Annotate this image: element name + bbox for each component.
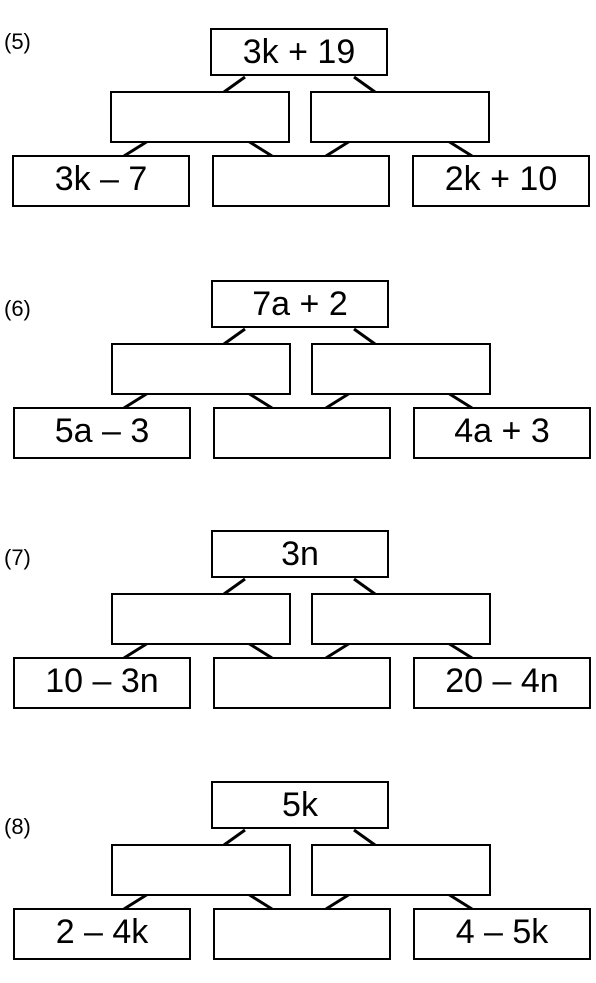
pyramid-puzzle-5: (5) 3k + 19 3k – 7 2k + 10 <box>0 28 596 228</box>
bottom-middle-box[interactable] <box>213 407 391 459</box>
middle-right-box[interactable] <box>311 844 491 896</box>
bottom-left-box: 3k – 7 <box>12 155 190 207</box>
bottom-right-box: 2k + 10 <box>412 155 590 207</box>
top-box: 3k + 19 <box>210 28 388 76</box>
bottom-middle-box[interactable] <box>213 657 391 709</box>
middle-left-box[interactable] <box>111 593 291 645</box>
connector-lines <box>123 577 473 660</box>
pyramid-puzzle-7: (7) 3n 10 – 3n 20 – 4n <box>0 530 596 730</box>
middle-right-box[interactable] <box>311 593 491 645</box>
middle-left-box[interactable] <box>111 844 291 896</box>
connector-lines <box>123 828 473 911</box>
middle-left-box[interactable] <box>111 343 291 395</box>
problem-number: (6) <box>4 296 31 321</box>
top-box: 7a + 2 <box>211 280 389 328</box>
middle-left-box[interactable] <box>110 91 290 143</box>
connector-lines <box>123 327 473 410</box>
bottom-left-box: 2 – 4k <box>13 908 191 960</box>
bottom-right-box: 4a + 3 <box>413 407 591 459</box>
middle-right-box[interactable] <box>311 343 491 395</box>
top-box: 3n <box>211 530 389 578</box>
problem-number: (7) <box>4 545 31 570</box>
bottom-left-box: 10 – 3n <box>13 657 191 709</box>
connector-lines <box>123 75 473 158</box>
bottom-right-box: 20 – 4n <box>413 657 591 709</box>
bottom-left-box: 5a – 3 <box>13 407 191 459</box>
pyramid-puzzle-6: (6) 7a + 2 5a – 3 4a + 3 <box>0 280 596 480</box>
bottom-right-box: 4 – 5k <box>413 908 591 960</box>
top-box: 5k <box>211 781 389 829</box>
problem-number: (5) <box>4 29 31 54</box>
problem-number: (8) <box>4 814 31 839</box>
middle-right-box[interactable] <box>310 91 490 143</box>
bottom-middle-box[interactable] <box>212 155 390 207</box>
pyramid-puzzle-8: (8) 5k 2 – 4k 4 – 5k <box>0 781 596 981</box>
bottom-middle-box[interactable] <box>213 908 391 960</box>
